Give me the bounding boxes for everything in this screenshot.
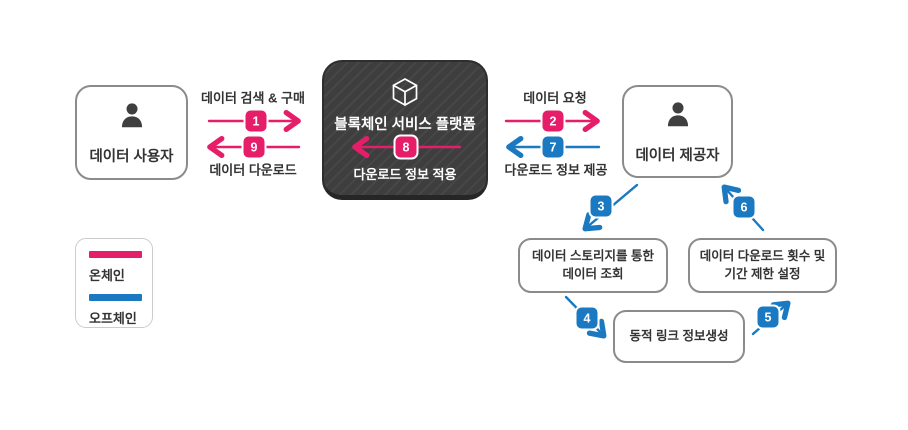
dynamic-link-label: 동적 링크 정보생성 [629, 328, 729, 343]
badge-step-1: 1 [245, 110, 267, 132]
legend-offchain-label: 오프체인 [89, 311, 137, 326]
node-data-user: 데이터 사용자 [75, 85, 188, 180]
label-data-request: 데이터 요청 [523, 90, 587, 106]
badge-step-7: 7 [542, 136, 564, 158]
platform-action-label: 다운로드 정보 적용 [353, 167, 457, 182]
storage-query-line1: 데이터 스토리지를 통한 [532, 249, 654, 263]
node-download-limit: 데이터 다운로드 횟수 및 기간 제한 설정 [688, 238, 837, 293]
node-dynamic-link: 동적 링크 정보생성 [613, 310, 745, 363]
data-user-label: 데이터 사용자 [89, 148, 174, 165]
badge-step-8: 8 [395, 136, 417, 158]
label-data-download: 데이터 다운로드 [209, 162, 297, 178]
legend-onchain-swatch [89, 251, 142, 258]
label-search-purchase: 데이터 검색 & 구매 [201, 90, 305, 106]
badge-step-3: 3 [590, 195, 612, 217]
badge-step-9: 9 [243, 136, 265, 158]
badge-step-4: 4 [576, 307, 598, 329]
node-storage-query: 데이터 스토리지를 통한 데이터 조회 [518, 238, 668, 293]
data-provider-label: 데이터 제공자 [635, 147, 720, 164]
legend-onchain-label: 온체인 [89, 268, 125, 283]
storage-query-line2: 데이터 조회 [562, 266, 624, 281]
badge-step-6: 6 [733, 196, 755, 218]
badge-step-2: 2 [542, 110, 564, 132]
node-data-provider: 데이터 제공자 [622, 85, 733, 178]
badge-step-5: 5 [757, 306, 779, 328]
download-limit-line2: 기간 제한 설정 [724, 266, 801, 281]
platform-title: 블록체인 서비스 플랫폼 [334, 117, 476, 133]
download-limit-line1: 데이터 다운로드 횟수 및 [699, 249, 826, 263]
legend: 온체인 오프체인 [75, 238, 153, 328]
node-blockchain-platform: 블록체인 서비스 플랫폼 다운로드 정보 적용 [322, 60, 488, 200]
cube-icon [389, 76, 421, 113]
person-icon [115, 100, 149, 139]
legend-offchain-swatch [89, 294, 142, 301]
label-download-info: 다운로드 정보 제공 [504, 162, 608, 178]
person-icon [661, 99, 695, 138]
